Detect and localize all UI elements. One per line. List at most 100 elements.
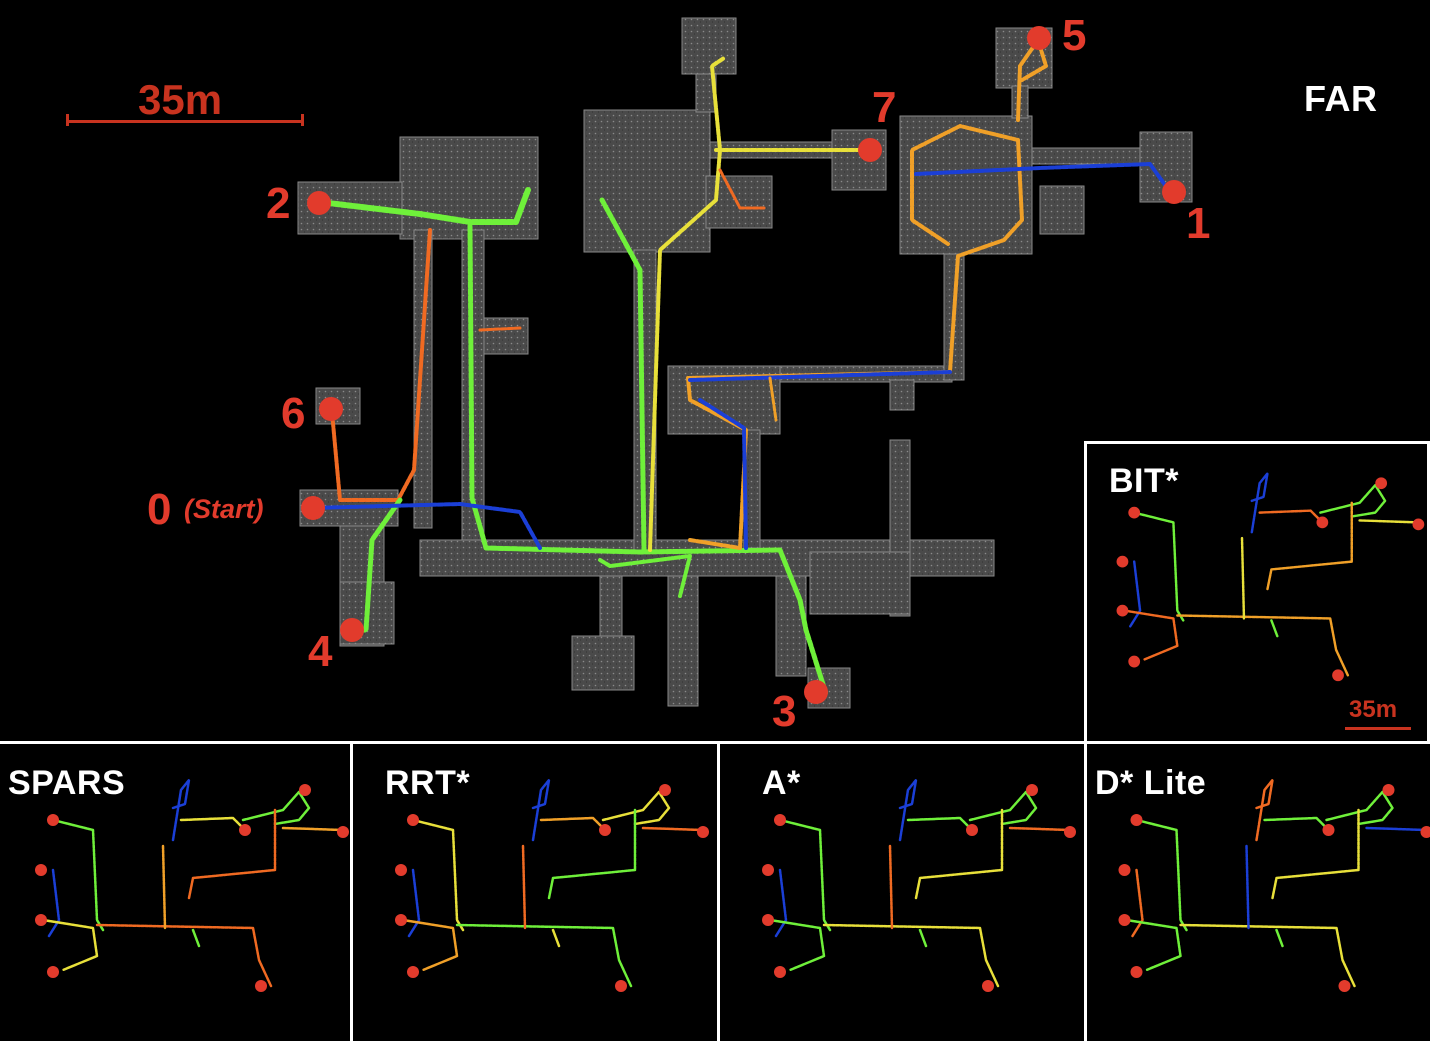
trajectory-path [920,930,926,946]
waypoint-marker [1117,556,1129,568]
waypoint-marker [1128,507,1140,519]
waypoint-label-7: 7 [872,86,896,130]
waypoint-marker [299,784,311,796]
waypoint-marker [774,966,786,978]
waypoint-marker [407,966,419,978]
trajectory-path [1247,846,1249,928]
waypoint-marker [47,814,59,826]
trajectory-path [163,846,165,928]
map-region [1040,186,1084,234]
bit-scale-label: 35m [1349,696,1397,724]
waypoint-marker [255,980,267,992]
inset-trajectories [762,780,1076,992]
trajectory-path [1267,503,1351,589]
trajectory-path [1360,520,1419,522]
waypoint-marker [319,397,343,421]
astar-method-label: A* [762,764,801,803]
waypoint-marker [1119,864,1131,876]
trajectory-path [1265,818,1329,830]
waypoint-markers [301,26,1186,704]
trajectory-path [49,870,59,936]
rrt-method-label: RRT* [385,764,470,803]
trajectory-path [1273,810,1359,898]
waypoint-marker [1162,180,1186,204]
trajectory-path [523,846,525,928]
trajectory-path [1137,820,1187,930]
map-region [584,110,710,252]
scale-bar-tick-left [66,114,69,126]
dstar-inset-panel: D* Lite [1084,741,1430,1044]
trajectory-path [1124,611,1177,660]
waypoint-label-0: 0 [147,488,171,532]
spars-inset-panel: SPARS [0,741,353,1044]
trajectory-path [549,810,635,898]
trajectory-path [173,780,189,840]
trajectory-path [181,818,245,830]
trajectory-path [193,930,199,946]
waypoint-marker [1026,784,1038,796]
bit-scale-bar [1345,727,1411,730]
waypoint-marker [35,914,47,926]
trajectory-path [1260,511,1323,523]
trajectory-path [1127,920,1181,970]
map-region [484,318,528,354]
trajectory-path [1130,562,1140,627]
waypoint-marker [337,826,349,838]
waypoint-marker [982,980,994,992]
map-region [572,636,634,690]
trajectory-path [1134,513,1183,621]
waypoint-marker [1383,784,1395,796]
waypoint-marker [395,864,407,876]
trajectory-path [413,820,463,930]
waypoint-marker [1131,814,1143,826]
trajectory-path [908,818,972,830]
trajectory-path [1252,473,1268,532]
waypoint-label-1: 1 [1186,202,1210,246]
trajectory-path [1257,780,1273,840]
waypoint-marker [1421,826,1430,838]
trajectory-path [824,925,998,986]
trajectory-path [1271,620,1277,636]
waypoint-marker [599,824,611,836]
map-region [668,576,698,706]
waypoint-marker [407,814,419,826]
map-region [776,576,806,676]
rrt-inset-panel: RRT* [350,741,720,1044]
map-region [682,18,736,74]
waypoint-label-4: 4 [308,630,332,674]
trajectory-path [541,818,605,830]
waypoint-marker [1323,824,1335,836]
waypoint-marker [659,784,671,796]
waypoint-marker [1128,656,1140,668]
trajectory-path [53,820,103,930]
trajectory-path [1367,828,1427,830]
waypoint-label-3: 3 [772,690,796,734]
far-method-label: FAR [1304,78,1378,120]
bit-method-label: BIT* [1109,462,1179,501]
trajectory-path [189,810,275,898]
waypoint-marker [1119,914,1131,926]
map-region [414,230,432,528]
scale-bar-tick-right [301,114,304,126]
trajectory-path [1133,870,1143,936]
trajectory-path [1010,828,1070,830]
map-region [810,552,910,614]
waypoint-marker [1413,518,1425,530]
map-region [1032,148,1144,164]
waypoint-marker [1375,477,1387,489]
waypoint-marker [1339,980,1351,992]
corridor-map [298,18,1192,708]
waypoint-marker [1131,966,1143,978]
trajectory-path [1177,616,1348,676]
inset-trajectories [1119,780,1430,992]
trajectory-path [780,820,830,930]
trajectory-path [457,925,631,986]
waypoint-marker [858,138,882,162]
scale-label: 35m [138,76,222,124]
waypoint-label-2: 2 [266,182,290,226]
waypoint-label-5: 5 [1062,14,1086,58]
trajectory-path [43,920,97,970]
trajectory-path [1181,925,1355,986]
trajectory-path [1242,538,1244,618]
trajectory-path [900,780,916,840]
